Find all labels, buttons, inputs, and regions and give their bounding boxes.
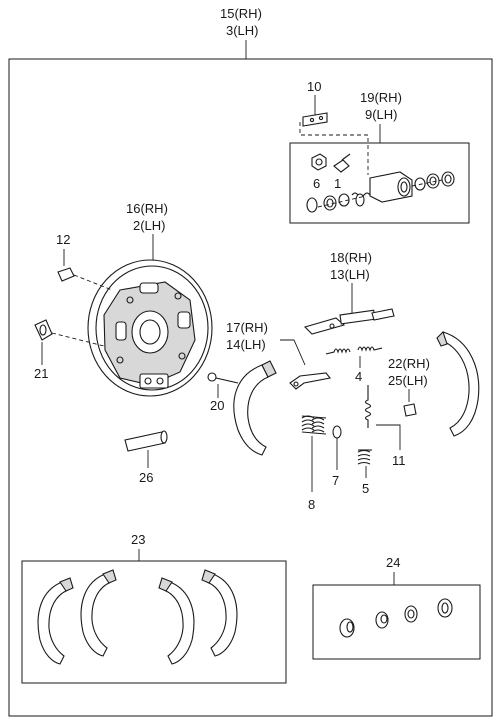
shoe-kit-parts bbox=[37, 569, 238, 665]
cylinder-kit-parts bbox=[339, 598, 453, 638]
callout-11: 11 bbox=[392, 453, 406, 468]
callout-22: 22(RH) bbox=[388, 356, 430, 371]
callout-5: 5 bbox=[362, 481, 369, 496]
callout-23: 23 bbox=[131, 532, 145, 547]
bleeder-cap bbox=[311, 153, 327, 171]
lever-part bbox=[289, 372, 331, 390]
bracket-part bbox=[302, 112, 328, 127]
bolt-part bbox=[57, 267, 75, 282]
callout-1: 1 bbox=[334, 176, 341, 191]
spring-11 bbox=[364, 385, 372, 428]
brake-shoe-right bbox=[439, 331, 480, 437]
callout-9: 9(LH) bbox=[365, 107, 398, 122]
spring-5 bbox=[357, 449, 372, 465]
callout-18: 18(RH) bbox=[330, 250, 372, 265]
callout-3: 3(LH) bbox=[226, 23, 259, 38]
callout-17: 17(RH) bbox=[226, 320, 268, 335]
callout-13: 13(LH) bbox=[330, 267, 370, 282]
callout-16: 16(RH) bbox=[126, 201, 168, 216]
main-frame bbox=[8, 58, 493, 717]
callout-2: 2(LH) bbox=[133, 218, 166, 233]
sleeve-part bbox=[124, 431, 166, 452]
callout-4: 4 bbox=[355, 369, 362, 384]
callout-14: 14(LH) bbox=[226, 337, 266, 352]
callout-25: 25(LH) bbox=[388, 373, 428, 388]
callout-15: 15(RH) bbox=[220, 6, 262, 21]
spring-4 bbox=[325, 346, 383, 355]
callout-20: 20 bbox=[210, 398, 224, 413]
pin-head bbox=[207, 372, 217, 382]
adjuster-strut bbox=[303, 308, 395, 335]
callout-6: 6 bbox=[313, 176, 320, 191]
callout-10: 10 bbox=[307, 79, 321, 94]
washer-7 bbox=[332, 425, 342, 439]
bleeder-screw bbox=[333, 159, 350, 173]
brake-shoe-left bbox=[233, 364, 269, 456]
cylinder-kit-box bbox=[312, 584, 481, 660]
callout-24: 24 bbox=[386, 555, 400, 570]
backing-plate bbox=[87, 259, 213, 397]
shoe-kit-box bbox=[21, 560, 287, 684]
callout-19: 19(RH) bbox=[360, 90, 402, 105]
spring-8 bbox=[301, 415, 327, 435]
callout-7: 7 bbox=[332, 473, 339, 488]
callout-8: 8 bbox=[308, 497, 315, 512]
callout-21: 21 bbox=[34, 366, 48, 381]
plug-part bbox=[34, 319, 53, 341]
adjuster-nut bbox=[403, 403, 417, 417]
callout-12: 12 bbox=[56, 232, 70, 247]
wheel-cylinder-box bbox=[289, 142, 470, 224]
callout-26: 26 bbox=[139, 470, 153, 485]
